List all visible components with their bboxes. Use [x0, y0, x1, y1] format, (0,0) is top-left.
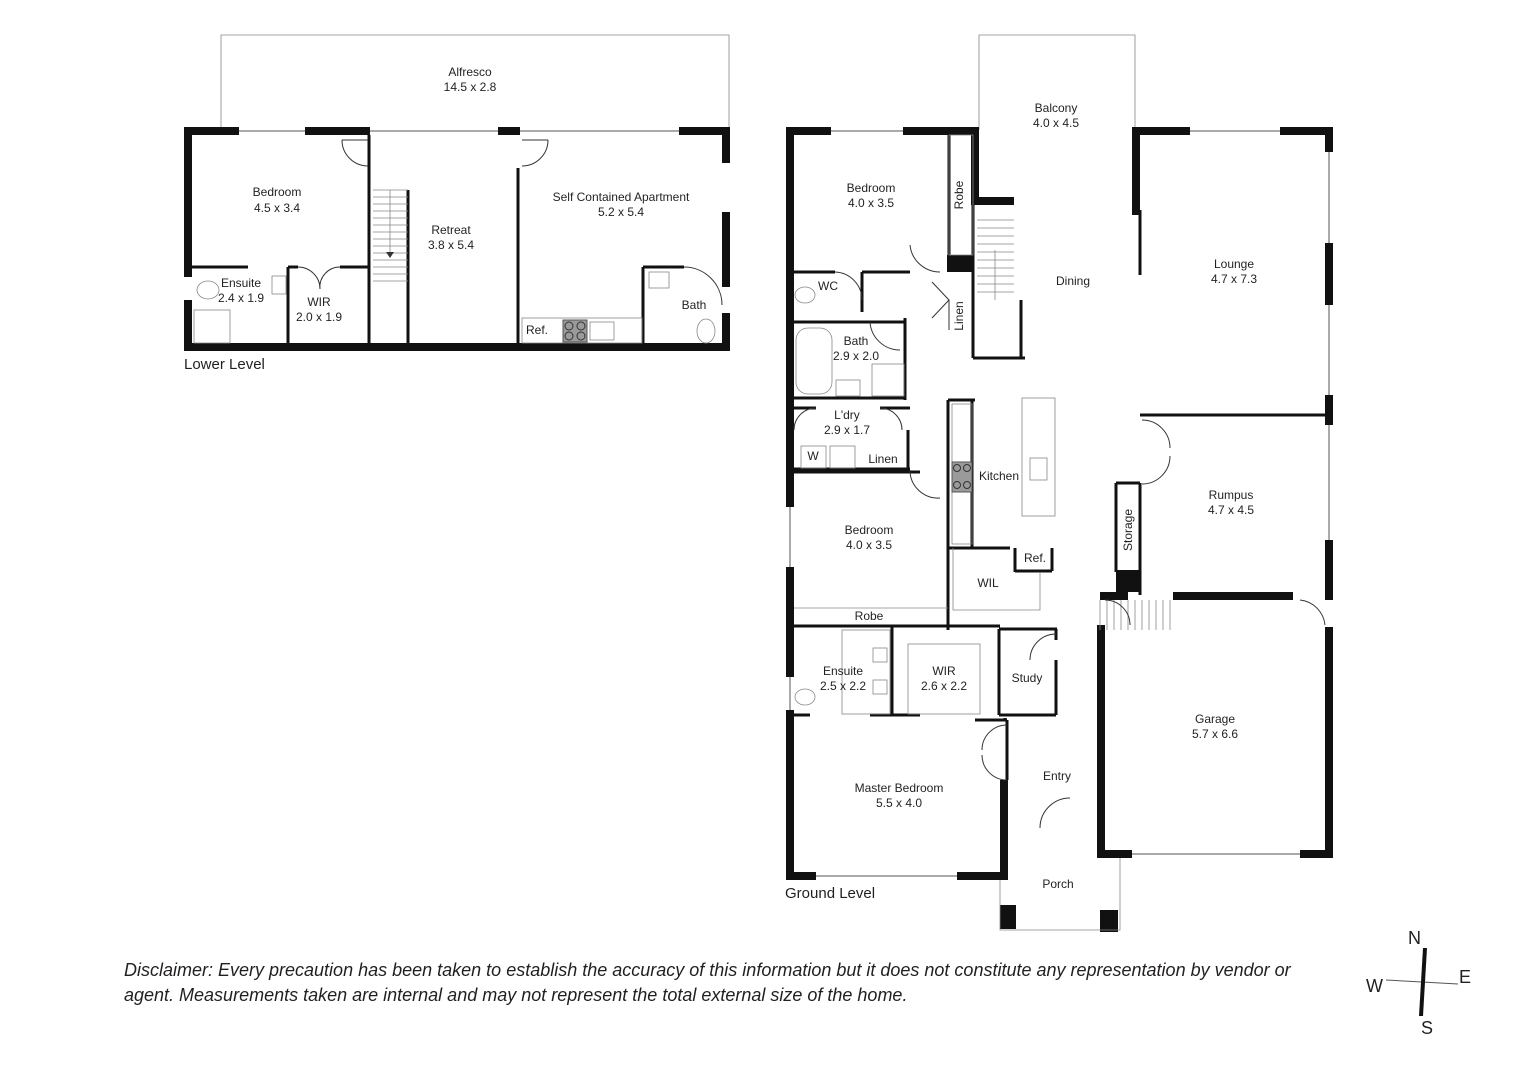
- disclaimer-text: Disclaimer: Every precaution has been ta…: [124, 960, 1291, 1005]
- linen-low-name: Linen: [868, 452, 897, 466]
- ref-name: Ref.: [1024, 551, 1046, 565]
- lower-wir-dim: 2.0 x 1.9: [296, 310, 342, 324]
- alfresco-name: Alfresco: [448, 65, 492, 79]
- wir-name: WIR: [932, 664, 956, 678]
- kitchen-name: Kitchen: [979, 469, 1019, 483]
- master-dim: 5.5 x 4.0: [876, 796, 922, 810]
- entry-name: Entry: [1043, 769, 1071, 783]
- garage-dim: 5.7 x 6.6: [1192, 727, 1238, 741]
- balcony-name: Balcony: [1035, 101, 1078, 115]
- lower-ensuite-dim: 2.4 x 1.9: [218, 291, 264, 305]
- storage-name: Storage: [1121, 509, 1135, 551]
- ground-level-label: Ground Level: [785, 885, 875, 902]
- apartment-name: Self Contained Apartment: [553, 190, 690, 204]
- garage-name: Garage: [1195, 712, 1235, 726]
- porch-name: Porch: [1042, 877, 1073, 891]
- ground-level-plan: [786, 34, 1333, 932]
- compass-n: N: [1408, 928, 1421, 948]
- room-labels: Alfresco 14.5 x 2.8 Bedroom 4.5 x 3.4 Re…: [218, 65, 1257, 891]
- rumpus-dim: 4.7 x 4.5: [1208, 503, 1254, 517]
- compass-e: E: [1459, 967, 1471, 987]
- apartment-dim: 5.2 x 5.4: [598, 205, 644, 219]
- lower-bath-name: Bath: [682, 298, 707, 312]
- wir-dim: 2.6 x 2.2: [921, 679, 967, 693]
- laundry-name: L'dry: [834, 408, 860, 422]
- balcony-dim: 4.0 x 4.5: [1033, 116, 1079, 130]
- alfresco-dim: 14.5 x 2.8: [444, 80, 497, 94]
- bedroom-mid-dim: 4.0 x 3.5: [846, 538, 892, 552]
- ensuite-dim: 2.5 x 2.2: [820, 679, 866, 693]
- master-name: Master Bedroom: [855, 781, 944, 795]
- lower-bedroom-name: Bedroom: [253, 185, 302, 199]
- bath-dim: 2.9 x 2.0: [833, 349, 879, 363]
- bath-name: Bath: [844, 334, 869, 348]
- lower-level-plan: [184, 34, 730, 351]
- lower-bedroom-dim: 4.5 x 3.4: [254, 201, 300, 215]
- bedroom-mid-name: Bedroom: [845, 523, 894, 537]
- bedroom-top-dim: 4.0 x 3.5: [848, 196, 894, 210]
- robe-mid-name: Robe: [855, 609, 884, 623]
- ensuite-name: Ensuite: [823, 664, 863, 678]
- rumpus-name: Rumpus: [1209, 488, 1254, 502]
- retreat-dim: 3.8 x 5.4: [428, 238, 474, 252]
- retreat-name: Retreat: [431, 223, 471, 237]
- lower-wir-name: WIR: [307, 295, 331, 309]
- lower-ref-name: Ref.: [526, 323, 548, 337]
- wc-name: WC: [818, 279, 838, 293]
- linen-top-name: Linen: [952, 301, 966, 330]
- compass-s: S: [1421, 1018, 1433, 1038]
- lower-level-label: Lower Level: [184, 356, 265, 373]
- bedroom-top-name: Bedroom: [847, 181, 896, 195]
- laundry-dim: 2.9 x 1.7: [824, 423, 870, 437]
- lower-ensuite-name: Ensuite: [221, 276, 261, 290]
- study-name: Study: [1012, 671, 1043, 685]
- compass-icon: N E S W: [1366, 928, 1471, 1038]
- wil-name: WIL: [977, 576, 999, 590]
- dining-name: Dining: [1056, 274, 1090, 288]
- lounge-dim: 4.7 x 7.3: [1211, 272, 1257, 286]
- robe-top-name: Robe: [952, 180, 966, 209]
- washer-name: W: [807, 449, 819, 463]
- lounge-name: Lounge: [1214, 257, 1254, 271]
- compass-w: W: [1366, 976, 1383, 996]
